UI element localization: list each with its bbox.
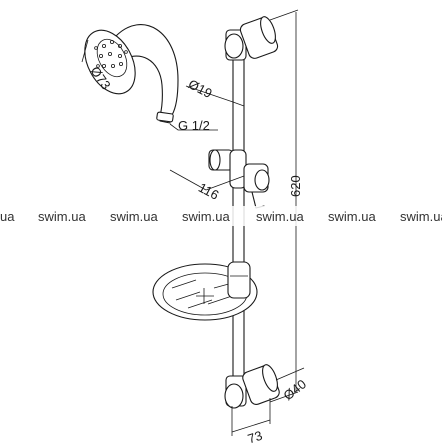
watermark-text: swim.ua	[182, 209, 230, 224]
thread-label: G 1/2	[178, 118, 210, 133]
rail-height-label: 620	[288, 175, 303, 197]
rod-diameter-label: Ø19	[186, 76, 215, 101]
watermark-text: swim.ua	[328, 209, 376, 224]
rail-height-dimension	[269, 9, 299, 403]
top-wall-bracket	[224, 16, 279, 61]
watermark-text: ua	[0, 209, 15, 224]
bracket-offset-dimension	[231, 398, 271, 436]
watermark-text: swim.ua	[256, 209, 304, 224]
bottom-wall-bracket	[224, 364, 280, 409]
watermark-text: swim.ua	[400, 209, 442, 224]
hand-shower-illustration	[81, 24, 179, 124]
bracket-offset-label: 73	[246, 428, 264, 443]
bracket-diameter-label: Ø40	[280, 376, 309, 403]
watermark-text: swim.ua	[110, 209, 158, 224]
holder-span-label: 116	[196, 180, 221, 203]
watermark-text: swim.ua	[38, 209, 86, 224]
soap-dish	[152, 261, 258, 321]
watermark-row: ua swim.ua swim.ua swim.ua swim.ua swim.…	[0, 206, 442, 226]
shower-holder-slider	[208, 149, 270, 209]
